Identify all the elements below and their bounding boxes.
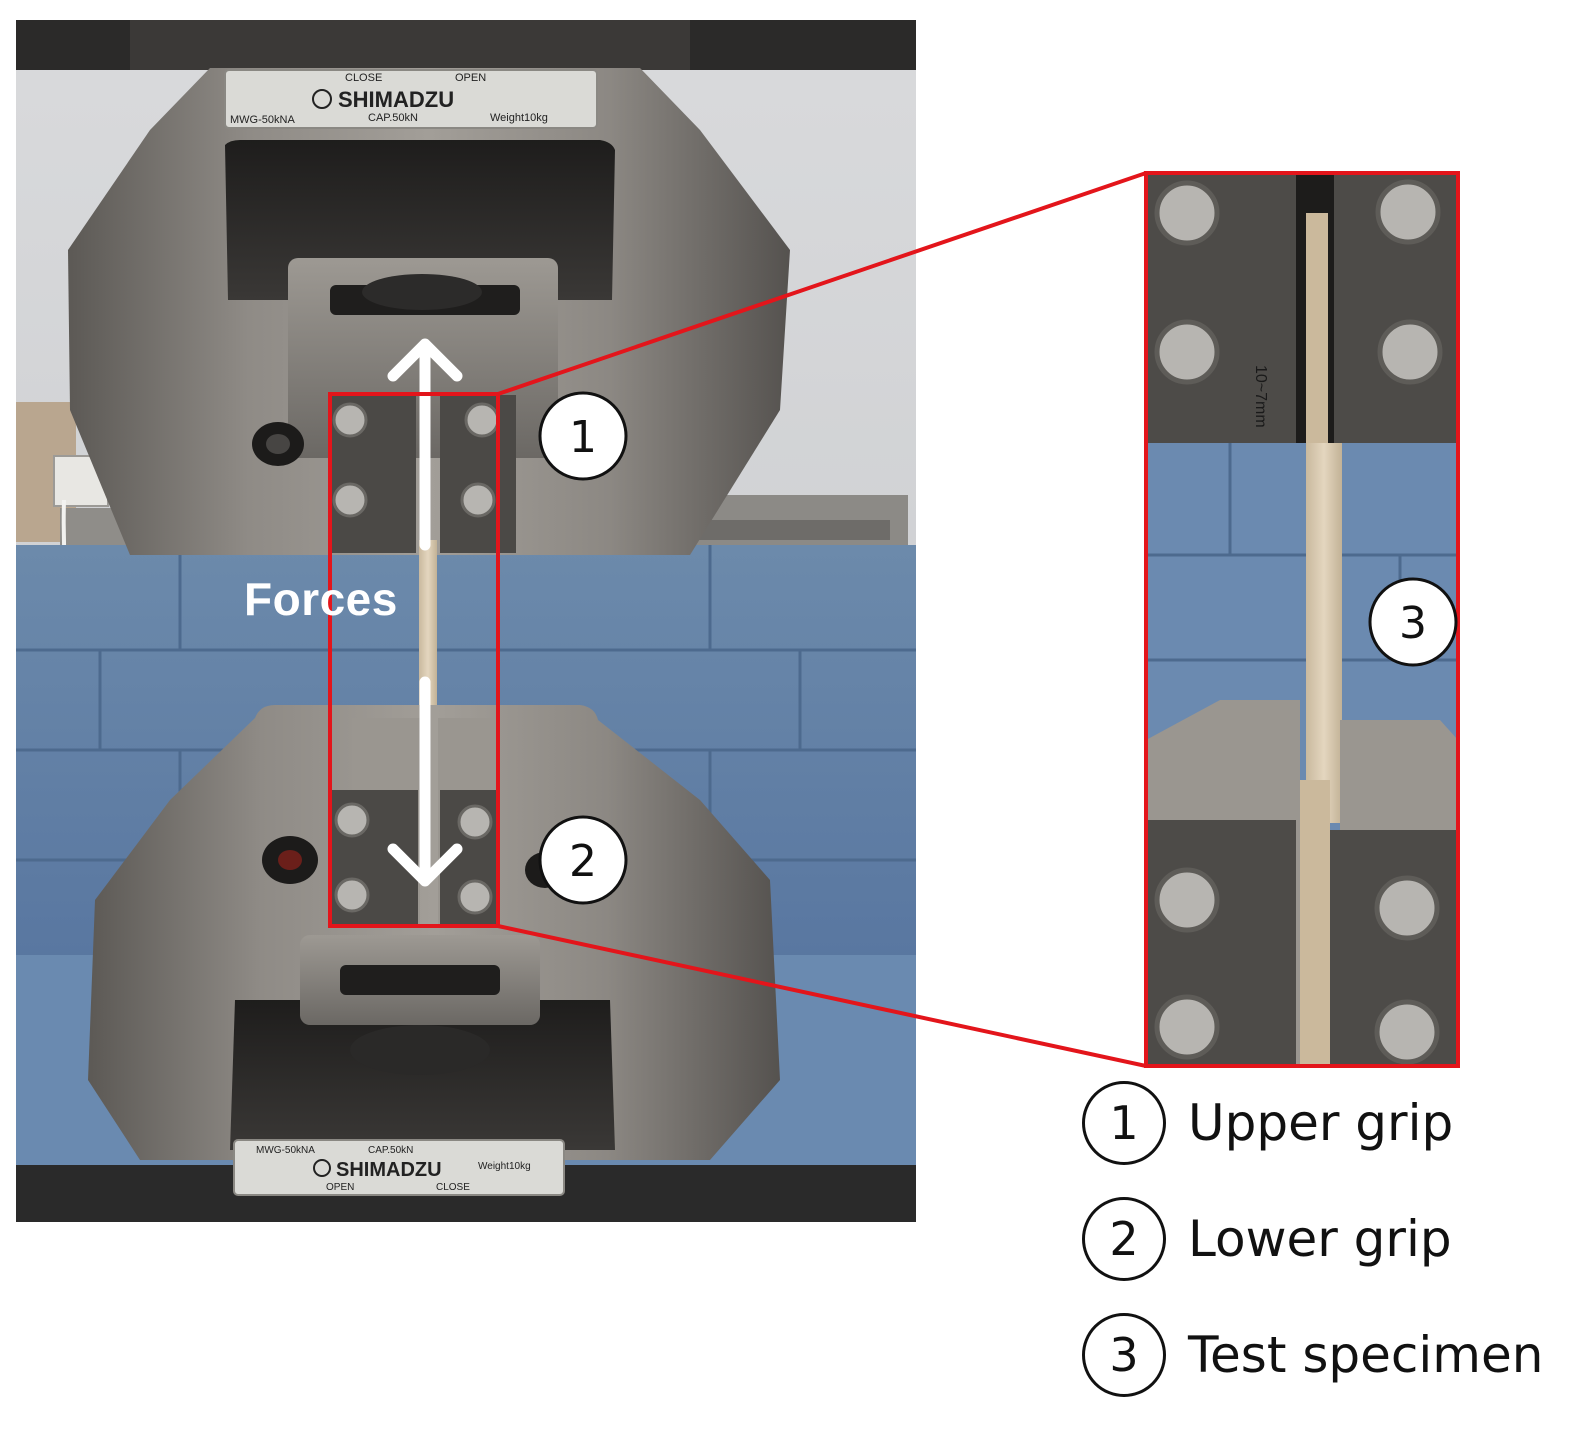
zoom-inset: 10~7mm: [1146, 173, 1458, 1066]
lower-plate-model-label: MWG-50kNA: [256, 1145, 315, 1156]
legend-item-lower-grip: 2 Lower grip: [1082, 1194, 1452, 1284]
marker-lower-grip: 2: [538, 815, 628, 905]
lower-name-plate: MWG-50kNA CAP.50kN Weight10kg SHIMADZU O…: [233, 1139, 565, 1196]
plate-open-label: OPEN: [455, 72, 486, 84]
lower-jaw: [330, 718, 498, 928]
legend-number: 3: [1082, 1313, 1166, 1397]
plate-capacity-label: CAP.50kN: [368, 112, 418, 124]
marker-upper-number: 1: [569, 412, 597, 463]
legend-item-test-specimen: 3 Test specimen: [1082, 1310, 1543, 1400]
forces-label: Forces: [244, 573, 398, 625]
plate-brand-label: SHIMADZU: [338, 87, 454, 112]
zoom-highlight: [328, 171, 1147, 1068]
marker-lower-number: 2: [569, 836, 597, 887]
lower-plate-close-label: CLOSE: [436, 1182, 470, 1193]
marker-specimen: 3: [1368, 577, 1458, 667]
jaw-scale-label: 10~7mm: [1252, 365, 1269, 428]
marker-specimen-number: 3: [1399, 598, 1427, 649]
upper-name-plate: CLOSE OPEN SHIMADZU MWG-50kNA CAP.50kN W…: [224, 69, 598, 129]
lower-grip-body: MWG-50kNA CAP.50kN Weight10kg SHIMADZU O…: [88, 705, 780, 1196]
highlight-box: [328, 392, 500, 928]
legend-number: 2: [1082, 1197, 1166, 1281]
main-photo: CLOSE OPEN SHIMADZU MWG-50kNA CAP.50kN W…: [16, 20, 916, 1222]
specimen-zoom: [1306, 443, 1342, 823]
legend-label: Test specimen: [1188, 1326, 1544, 1384]
plate-weight-label: Weight10kg: [490, 112, 548, 124]
legend-label: Upper grip: [1188, 1094, 1454, 1152]
lower-plate-weight-label: Weight10kg: [478, 1161, 531, 1172]
lower-plate-capacity-label: CAP.50kN: [368, 1145, 413, 1156]
lower-plate-open-label: OPEN: [326, 1182, 354, 1193]
legend-item-upper-grip: 1 Upper grip: [1082, 1078, 1453, 1168]
marker-upper-grip: 1: [538, 391, 628, 481]
lower-plate-brand-label: SHIMADZU: [336, 1159, 442, 1181]
legend-number: 1: [1082, 1081, 1166, 1165]
legend-label: Lower grip: [1188, 1210, 1452, 1268]
upper-jaw: [328, 395, 516, 553]
zoom-inset-frame: [1144, 171, 1460, 1068]
force-arrows: [387, 338, 463, 887]
plate-close-label: CLOSE: [345, 72, 382, 84]
plate-model-label: MWG-50kNA: [230, 114, 295, 126]
